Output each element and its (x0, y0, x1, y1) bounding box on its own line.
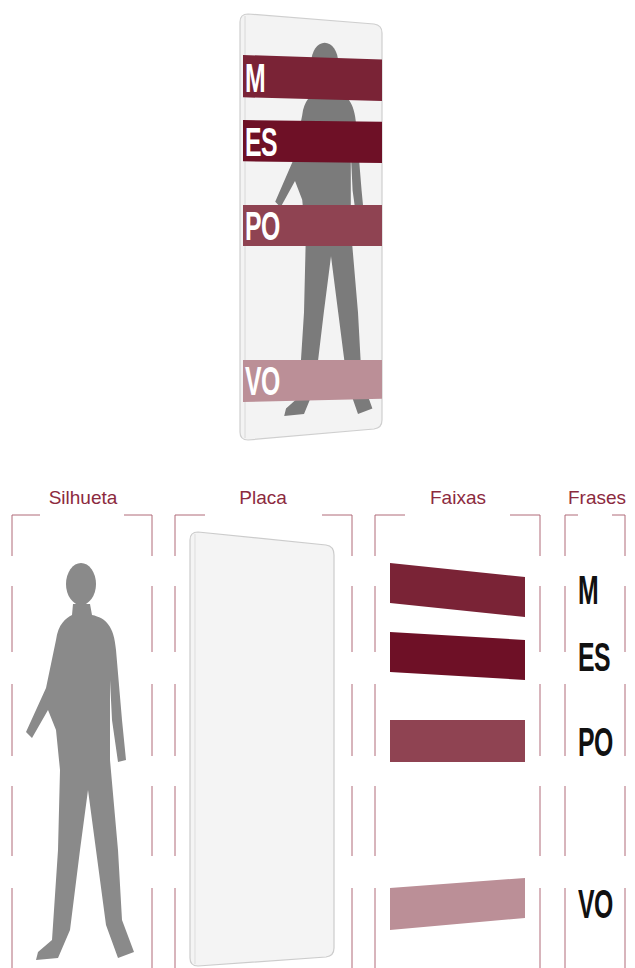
part-name: Silhueta (49, 488, 118, 507)
band (390, 720, 525, 762)
part-name: Placa (239, 488, 287, 507)
text-band: ES (243, 120, 382, 163)
part-name: Frases (568, 488, 626, 507)
band-fill (243, 205, 382, 246)
band (390, 878, 525, 930)
band-phrase: PO (245, 206, 280, 246)
bracket (12, 515, 625, 968)
phrase-text: M (578, 570, 598, 610)
band (390, 563, 525, 617)
plate-edge (195, 534, 196, 964)
band-phrase: ES (245, 122, 277, 162)
band-fill (243, 360, 382, 402)
text-band: PO (243, 205, 382, 246)
panel (240, 14, 382, 440)
phrase-text: ES (578, 637, 610, 677)
plate (190, 532, 334, 966)
text-band: M (243, 55, 382, 101)
band-phrase: M (245, 58, 265, 98)
band (390, 632, 525, 680)
phrase-text: VO (578, 884, 613, 924)
band-fill (243, 120, 382, 163)
band-phrase: VO (245, 361, 280, 401)
part-name: Faixas (430, 488, 486, 507)
band-fill (243, 55, 382, 101)
text-band: VO (243, 360, 382, 402)
silhouette (26, 563, 134, 960)
phrase-text: PO (578, 722, 613, 762)
